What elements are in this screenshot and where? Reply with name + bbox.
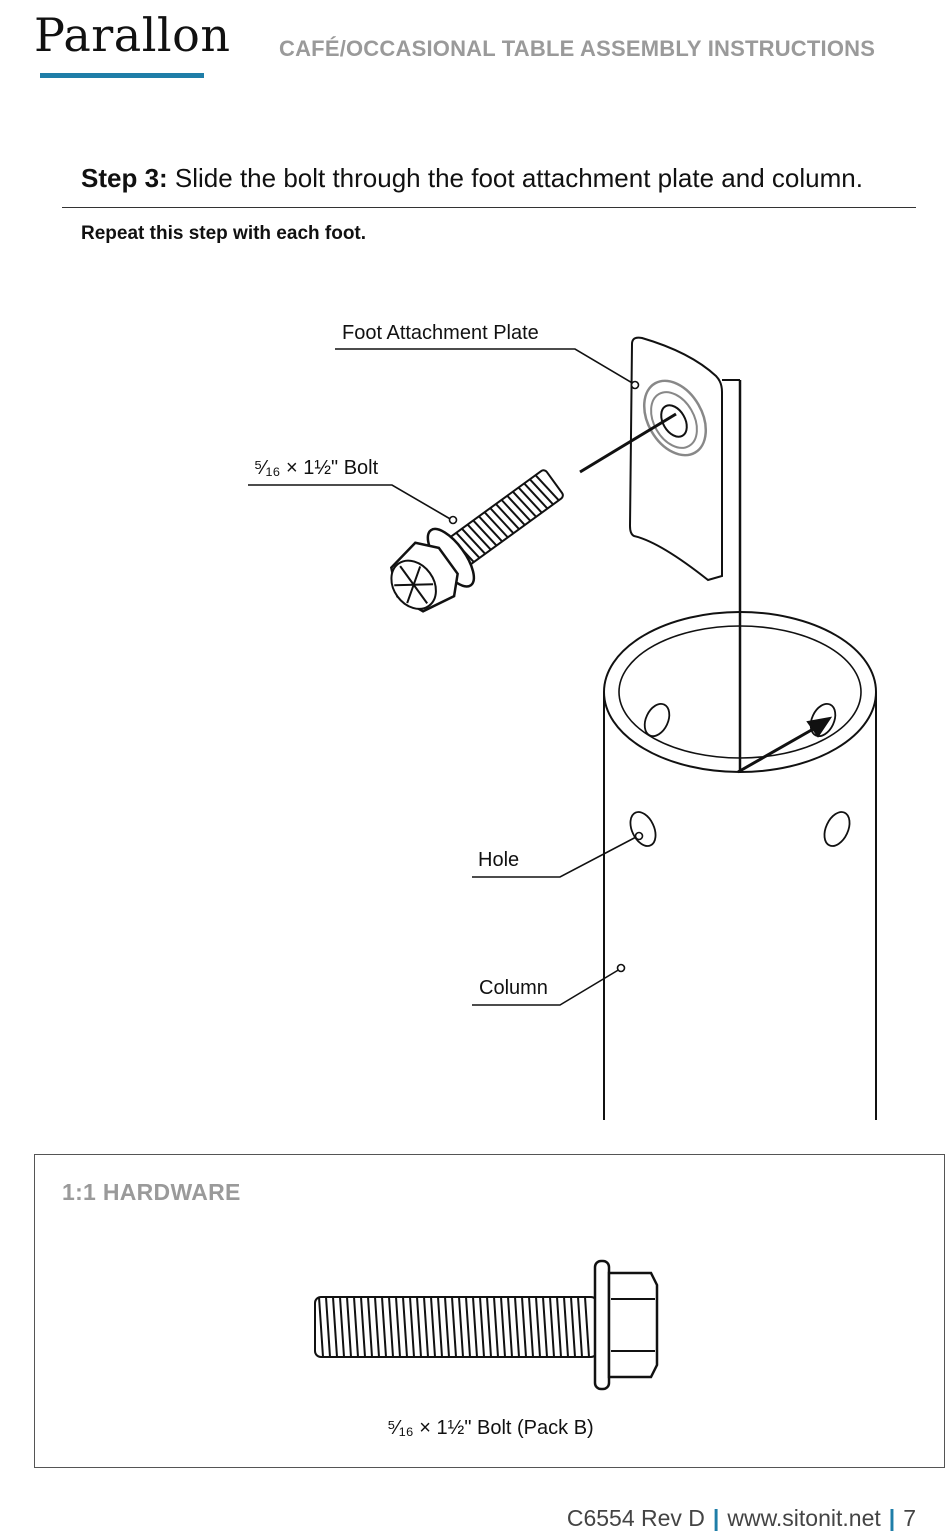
hardware-title: 1:1 HARDWARE: [62, 1179, 241, 1205]
footer-separator: |: [712, 1505, 720, 1531]
heading-divider: [62, 207, 916, 208]
callout-leaders: [248, 348, 644, 1006]
step-text: Slide the bolt through the foot attachme…: [167, 163, 863, 193]
assembly-diagram: Foot Attachment Plate ⁵⁄₁₆ × 1½" Bolt Ho…: [0, 280, 950, 1130]
page-number: 7: [903, 1505, 916, 1531]
step-heading: Step 3: Slide the bolt through the foot …: [81, 163, 863, 194]
callout-column: Column: [479, 977, 548, 999]
foot-attachment-plate-drawing: [579, 336, 740, 582]
footer-separator-2: |: [888, 1505, 896, 1531]
step-note: Repeat this step with each foot.: [81, 223, 367, 244]
assembly-illustration: [248, 336, 877, 1120]
website-link[interactable]: www.sitonit.net: [727, 1505, 881, 1531]
brand-logo: Parallon: [34, 8, 231, 62]
page-footer: C6554 Rev D | www.sitonit.net | 7: [567, 1505, 916, 1532]
step-label: Step 3:: [81, 163, 168, 193]
hardware-panel: 1:1 HARDWARE ⁵⁄₁₆ × 1½" Bolt (Pack B): [34, 1154, 945, 1468]
callout-bolt: ⁵⁄₁₆ × 1½" Bolt: [254, 457, 379, 479]
hardware-caption: ⁵⁄₁₆ × 1½" Bolt (Pack B): [387, 1417, 594, 1439]
callout-hole: Hole: [478, 849, 520, 871]
document-title: CAFÉ/OCCASIONAL TABLE ASSEMBLY INSTRUCTI…: [279, 36, 876, 61]
hardware-bolt-illustration: [314, 1259, 659, 1391]
bolt-threads: [318, 1296, 590, 1358]
callout-foot-attachment-plate: Foot Attachment Plate: [342, 322, 539, 344]
bolt-drawing: [389, 469, 564, 613]
document-number: C6554 Rev D: [566, 1505, 705, 1531]
logo-underline: [40, 73, 204, 78]
